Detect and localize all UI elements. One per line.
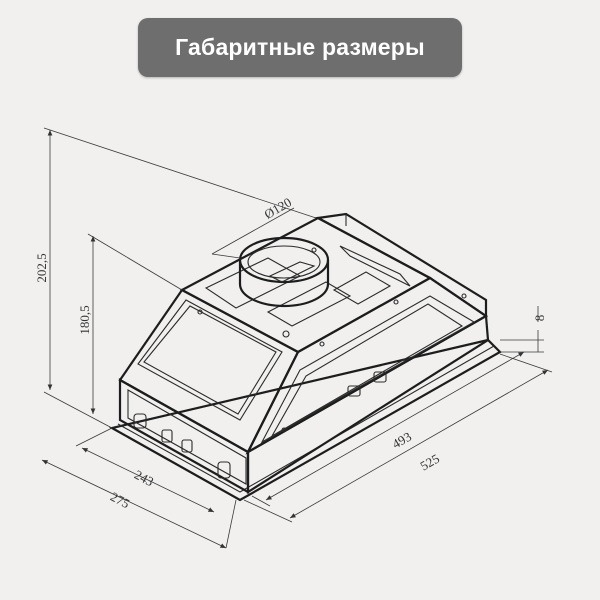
dim-depth-outer: 275 (108, 489, 132, 511)
title-badge: Габаритные размеры (138, 18, 462, 77)
dim-height-total: 202,5 (34, 253, 49, 282)
dim-duct-diameter: Ø120 (261, 194, 294, 221)
control-knob-left (133, 413, 147, 429)
dim-depth-inner: 243 (132, 467, 156, 489)
top-cover-right (332, 271, 392, 305)
dim-height-body: 180,5 (77, 305, 92, 334)
right-face (246, 314, 490, 494)
control-button-1 (161, 429, 173, 443)
dim-length-inner: 493 (390, 429, 414, 452)
duct-collar (238, 236, 330, 308)
dim-length-outer: 525 (418, 451, 442, 474)
top-plate (179, 216, 433, 354)
dim-flange: 8 (532, 315, 547, 322)
valve-flap (268, 261, 316, 283)
top-cover-front (266, 281, 352, 327)
dimension-lines (41, 127, 553, 549)
rear-rail (314, 212, 488, 319)
page-title: Габаритные размеры (175, 34, 425, 60)
control-button-2 (181, 439, 193, 453)
hood-body (108, 212, 502, 502)
